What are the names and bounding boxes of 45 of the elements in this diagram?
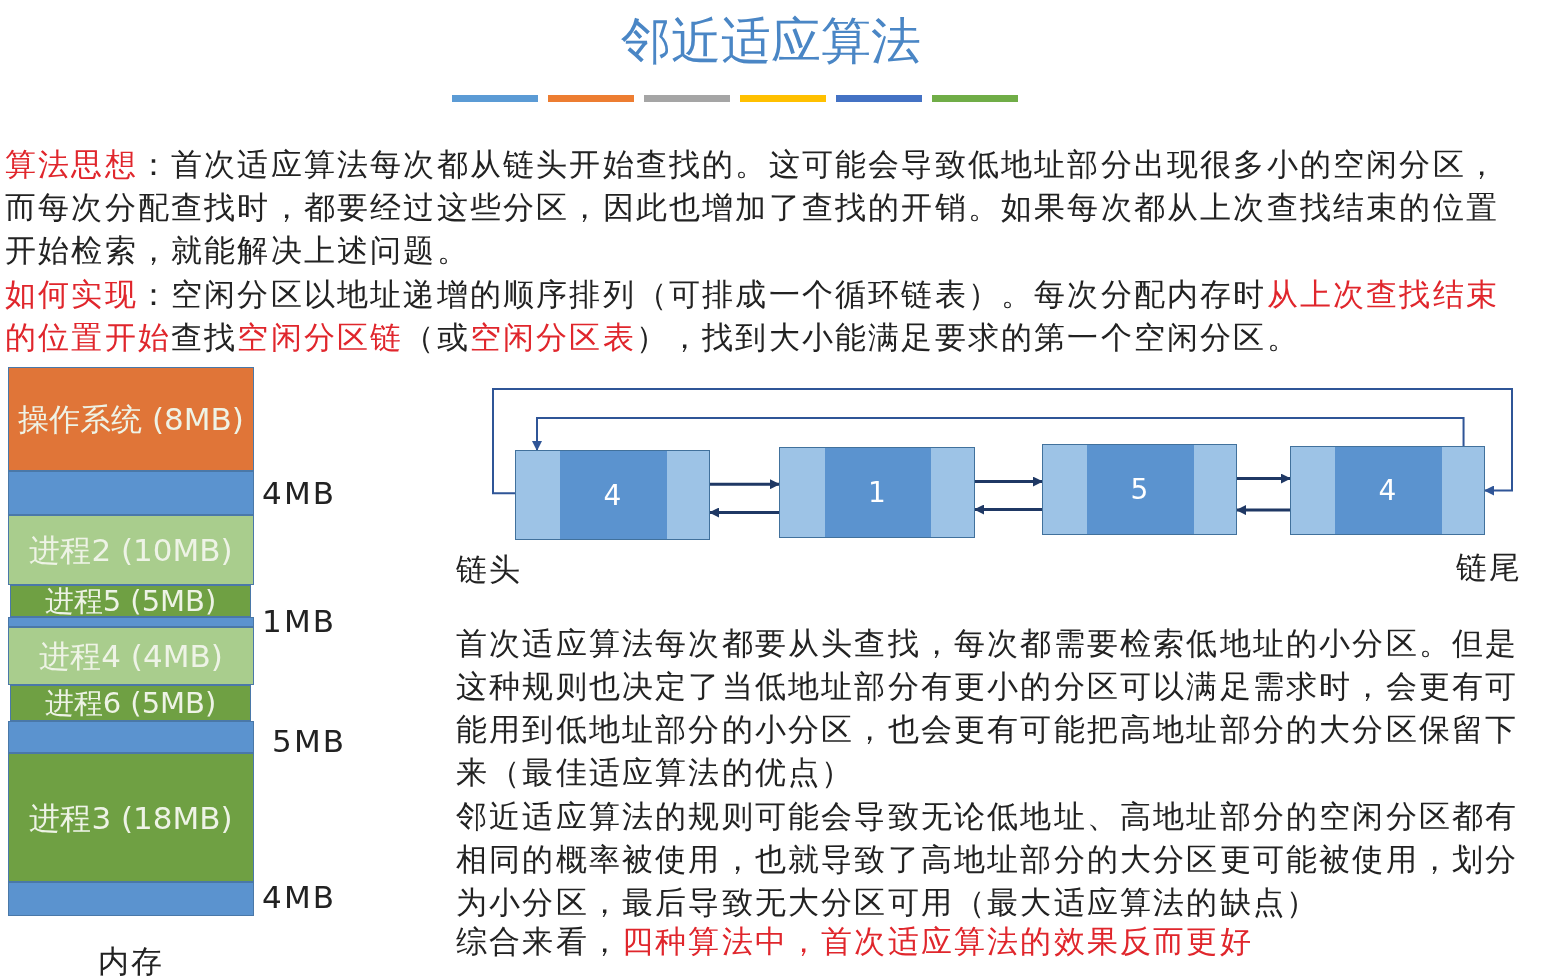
memory-partition-block — [10, 585, 251, 617]
arrow — [975, 476, 1043, 487]
description-paragraph: 算法思想：首次适应算法每次都从链头开始查找的。这可能会导致低地址部分出现很多小的空闲分区，而每次分配查找时，都要经过这些分区，因此也增加了查找的开销。如果每次都从上次查找结束的位置开始检索，就能解决上述问题。 — [5, 145, 1500, 270]
free-partition-block — [8, 617, 254, 627]
analysis-paragraph: 首次适应算法每次都要从头查找，每次都需要检索低地址的小分区。但是这种规则也决定了当低地址部分有更小的分区可以满足需求时，会更有可能用到低地址部分的小分区，也会更有可能把高地址部分的大分区保留下来（最佳适应算法的优点） — [456, 624, 1520, 792]
arrow — [492, 388, 1513, 496]
memory-caption: 内存 — [98, 942, 165, 979]
node-value: 5 — [1130, 473, 1149, 506]
memory-partition-block — [8, 367, 254, 471]
arrow — [1237, 473, 1291, 484]
memory-partition-block — [8, 753, 254, 882]
partition-label: 进程4 (4MB) — [39, 637, 223, 676]
arrow — [709, 507, 779, 518]
list-node — [515, 450, 710, 540]
arrow — [710, 479, 780, 490]
node-value: 4 — [1378, 474, 1397, 507]
partition-label: 进程2 (10MB) — [29, 531, 233, 570]
conclusion-text: 综合来看，四种算法中，首次适应算法的效果反而更好 — [456, 922, 1254, 961]
free-partition-block — [8, 471, 254, 515]
free-partition-block — [8, 721, 254, 753]
list-node — [1042, 444, 1237, 535]
memory-partition-block — [8, 515, 254, 585]
node-value: 4 — [603, 478, 622, 512]
node-value: 1 — [868, 476, 886, 509]
arrow — [532, 417, 1465, 451]
partition-label: 操作系统 (8MB) — [18, 400, 244, 439]
free-partition-block — [8, 882, 254, 916]
size-label: 4MB — [262, 474, 337, 513]
size-label: 4MB — [262, 878, 337, 917]
memory-partition-block — [10, 685, 251, 721]
size-label: 5MB — [272, 722, 347, 761]
title: 邻近适应算法 — [620, 11, 922, 72]
partition-label: 进程3 (18MB) — [29, 798, 233, 838]
size-label: 1MB — [262, 602, 337, 641]
memory-partition-block — [8, 627, 254, 685]
analysis-paragraph: 邻近适应算法的规则可能会导致无论低地址、高地址部分的空闲分区都有相同的概率被使用，也就导致了高地址部分的大分区更可能被使用，划分为小分区，最后导致无大分区可用（最大适应算法的缺点） — [456, 797, 1520, 922]
arrow — [974, 504, 1042, 515]
list-head-label: 链头 — [456, 550, 523, 589]
list-tail-label: 链尾 — [1456, 548, 1523, 587]
description-paragraph: 如何实现：空闲分区以地址递增的顺序排列（可排成一个循环链表）。每次分配内存时从上次查找结束的位置开始查找空闲分区链（或空闲分区表），找到大小能满足要求的第一个空闲分区。 — [5, 275, 1501, 357]
partition-label: 进程5 (5MB) — [44, 586, 217, 616]
arrow — [1236, 505, 1290, 516]
list-node — [1290, 446, 1485, 535]
list-node — [779, 447, 975, 538]
partition-label: 进程6 (5MB) — [44, 688, 217, 718]
